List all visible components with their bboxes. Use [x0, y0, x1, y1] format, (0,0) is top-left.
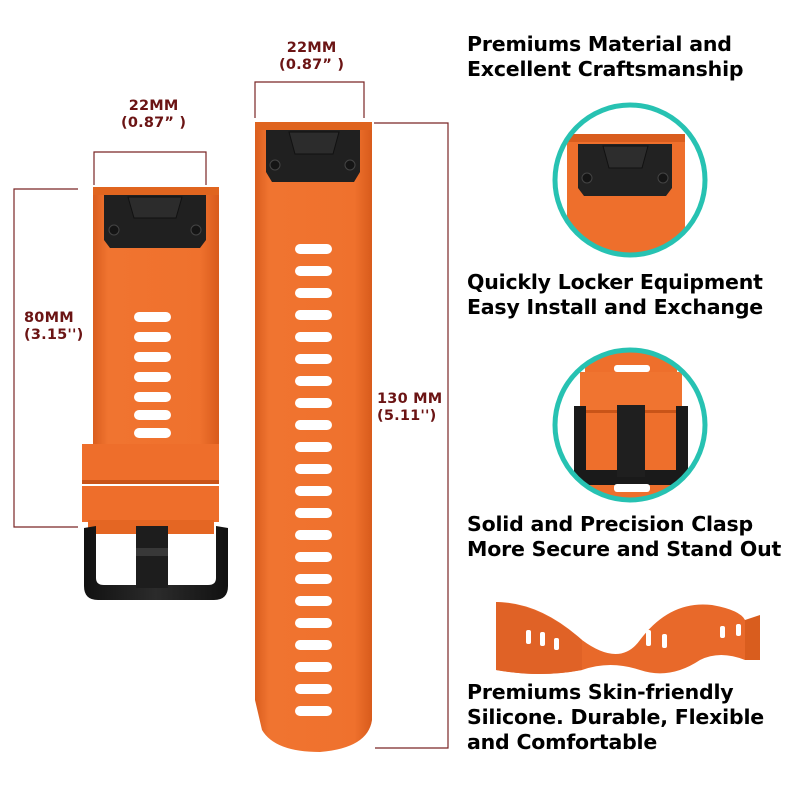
quick-release-lug-icon	[266, 130, 360, 182]
long-strap-width-label: 22MM (0.87” )	[279, 40, 344, 74]
short-strap-length-mm: 80MM	[24, 310, 74, 326]
feature-clasp-line1: Solid and Precision Clasp	[467, 512, 753, 536]
long-strap-width-mm: 22MM	[286, 40, 337, 56]
short-strap-width-inch: (0.87” )	[121, 115, 187, 131]
feature-lug-closeup	[552, 102, 708, 258]
feature-silicone-line1: Premiums Skin-friendly	[467, 680, 734, 704]
short-strap	[82, 187, 228, 600]
feature-buckle-closeup	[552, 347, 708, 503]
feature-silicone-line2: Silicone. Durable, Flexible	[467, 705, 764, 729]
short-strap-length-label: 80MM (3.15'')	[24, 310, 84, 344]
feature-material: Premiums Material and Excellent Craftsma…	[467, 32, 744, 82]
feature-silicone-line3: and Comfortable	[467, 730, 658, 754]
short-strap-width-mm: 22MM	[128, 98, 179, 114]
buckle-icon	[84, 526, 228, 600]
feature-silicone: Premiums Skin-friendly Silicone. Durable…	[467, 680, 764, 755]
feature-material-line1: Premiums Material and	[467, 32, 732, 56]
short-strap-length-inch: (3.15'')	[24, 327, 84, 343]
feature-material-line2: Excellent Craftsmanship	[467, 57, 744, 81]
long-strap	[255, 122, 372, 752]
long-strap-length-mm: 130 MM	[377, 391, 443, 407]
feature-quick-release: Quickly Locker Equipment Easy Install an…	[467, 270, 763, 320]
feature-clasp-line2: More Secure and Stand Out	[467, 537, 782, 561]
feature-clasp: Solid and Precision Clasp More Secure an…	[467, 512, 781, 562]
long-strap-width-inch: (0.87” )	[279, 57, 345, 73]
feature-quick-release-line2: Easy Install and Exchange	[467, 295, 764, 319]
long-strap-length-label: 130 MM (5.11'')	[377, 391, 442, 425]
short-strap-width-label: 22MM (0.87” )	[121, 98, 186, 132]
dimension-lines	[13, 81, 449, 749]
twisted-strap-icon	[496, 602, 760, 674]
long-strap-length-inch: (5.11'')	[377, 408, 437, 424]
quick-release-lug-icon	[104, 195, 206, 248]
feature-quick-release-line1: Quickly Locker Equipment	[467, 270, 763, 294]
